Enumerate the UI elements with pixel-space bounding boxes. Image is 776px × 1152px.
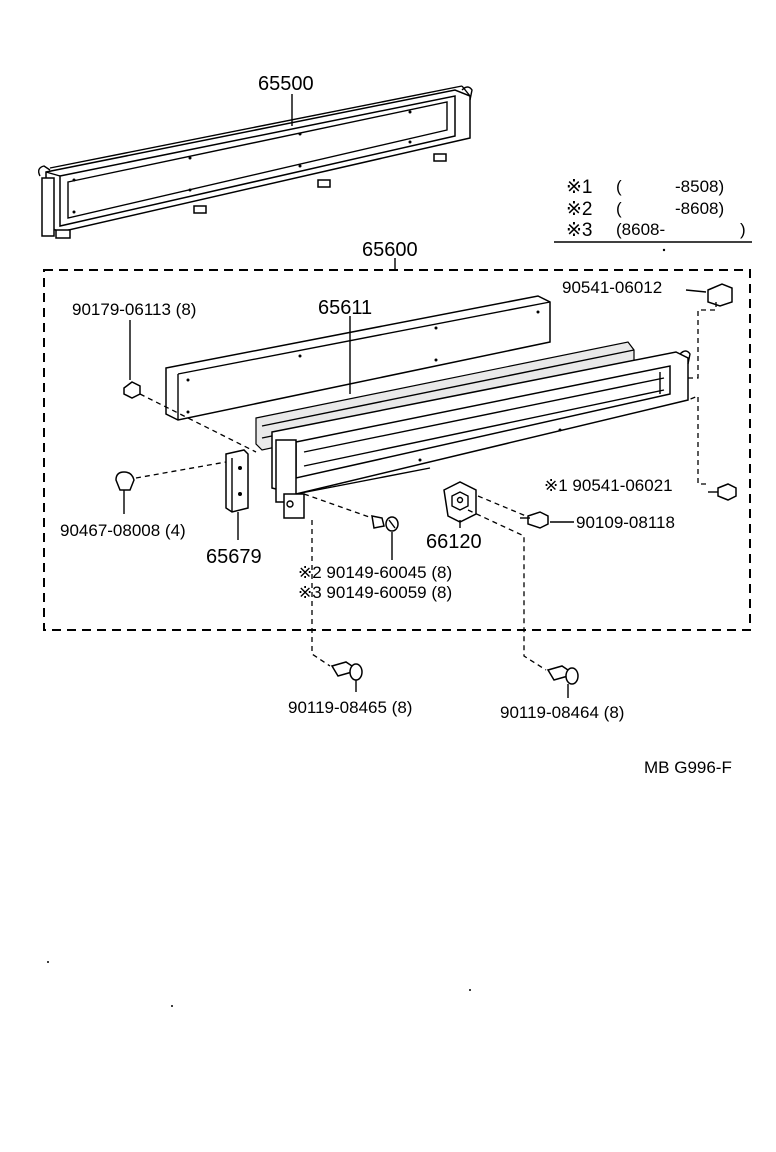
label-90109-08118: 90109-08118: [576, 513, 675, 532]
assembly-boundary-65600: [43, 269, 751, 631]
speck: [469, 989, 471, 991]
leader-90541-06012: [685, 289, 707, 293]
clip-90467-08008: [115, 471, 135, 491]
latch-66120: [443, 481, 477, 523]
dash-90119-08464: [467, 509, 547, 671]
bumper-90541-06021: [708, 483, 737, 501]
nut-90179-06113: [123, 381, 141, 399]
label-90179-06113: 90179-06113 (8): [72, 300, 196, 319]
bolt-90119-08465: [330, 661, 363, 681]
dash-90179-06113: [139, 393, 257, 453]
legend-range-1: -8508): [675, 177, 724, 196]
legend-mark-3: ※3: [566, 220, 593, 241]
label-90119-08465: 90119-08465 (8): [288, 698, 412, 717]
label-90541-06012: 90541-06012: [562, 278, 662, 297]
bumper-90541-06012: [707, 283, 733, 307]
frame-65600: [255, 341, 691, 519]
legend: ※1 ( -8508) ※2 ( -8608) ※3 (8608- ): [554, 177, 752, 243]
label-90467-08008: 90467-08008 (4): [60, 521, 186, 540]
speck: [171, 1005, 173, 1007]
legend-mark-1: ※1: [566, 177, 593, 198]
board-65611: [165, 295, 551, 421]
speck: [662, 248, 666, 252]
label-66120: 66120: [426, 531, 482, 553]
dash-90541-06021: [687, 395, 706, 485]
legend-range-3: ): [740, 220, 746, 239]
label-65600: 65600: [362, 239, 418, 261]
legend-range-2: -8608): [675, 199, 724, 218]
label-65611: 65611: [318, 297, 372, 319]
legend-mark-2: ※2: [566, 199, 593, 220]
screw-90149: [371, 515, 399, 532]
label-90149-60059: ※3 90149-60059 (8): [298, 583, 452, 602]
label-90541-06021: ※1 90541-06021: [544, 476, 673, 495]
label-65500: 65500: [258, 73, 314, 95]
bolt-90119-08464: [546, 665, 579, 685]
dash-90149: [303, 493, 373, 519]
speck: [47, 961, 49, 963]
legend-open-1: (: [616, 177, 622, 196]
label-65679: 65679: [206, 546, 262, 568]
dash-90109-08118: [477, 495, 527, 517]
dash-90467-08008: [135, 461, 227, 479]
legend-open-3: (8608-: [616, 220, 665, 239]
bolt-90109-08118: [520, 511, 549, 529]
side-panel-65500: [37, 85, 473, 239]
bracket-65679: [225, 449, 249, 513]
drawing-code: MB G996-F: [644, 758, 732, 777]
label-90119-08464: 90119-08464 (8): [500, 703, 624, 722]
dash-90541-06012: [688, 302, 717, 379]
label-90149-60045: ※2 90149-60045 (8): [298, 563, 452, 582]
dash-90119-08465: [311, 520, 331, 667]
legend-open-2: (: [616, 199, 622, 218]
